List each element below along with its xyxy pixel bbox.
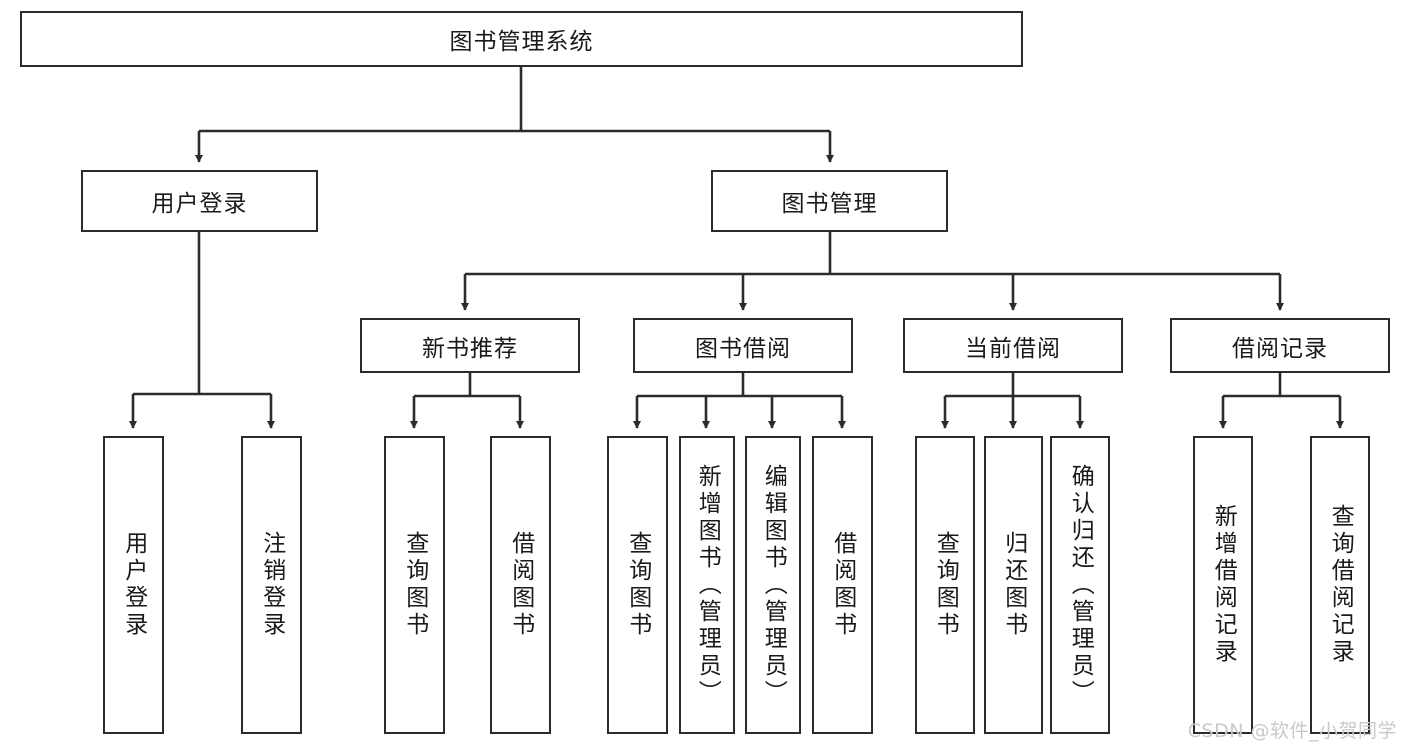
node-user-login[interactable]: 用户登录 [81, 170, 318, 232]
leaf-borrow-book[interactable]: 借阅图书 [812, 436, 873, 734]
leaf-borrow-book-recommend[interactable]: 借阅图书 [490, 436, 551, 734]
node-current-borrow[interactable]: 当前借阅 [903, 318, 1123, 373]
watermark-text: CSDN @软件_小贺同学 [1187, 720, 1397, 742]
leaf-return-book[interactable]: 归还图书 [984, 436, 1043, 734]
node-book-management[interactable]: 图书管理 [711, 170, 948, 232]
leaf-edit-book-admin[interactable]: 编辑图书（管理员） [745, 436, 801, 734]
leaf-add-borrow-record[interactable]: 新增借阅记录 [1193, 436, 1253, 734]
leaf-confirm-return-admin[interactable]: 确认归还（管理员） [1050, 436, 1110, 734]
leaf-add-book-admin[interactable]: 新增图书（管理员） [679, 436, 735, 734]
leaf-query-book-recommend[interactable]: 查询图书 [384, 436, 445, 734]
leaf-query-book-current[interactable]: 查询图书 [915, 436, 975, 734]
node-borrow-record[interactable]: 借阅记录 [1170, 318, 1390, 373]
leaf-logout[interactable]: 注销登录 [241, 436, 302, 734]
node-root-system[interactable]: 图书管理系统 [20, 11, 1023, 67]
leaf-query-borrow-record[interactable]: 查询借阅记录 [1310, 436, 1370, 734]
node-new-book-recommend[interactable]: 新书推荐 [360, 318, 580, 373]
leaf-user-login[interactable]: 用户登录 [103, 436, 164, 734]
leaf-query-book-borrow[interactable]: 查询图书 [607, 436, 668, 734]
node-book-borrow[interactable]: 图书借阅 [633, 318, 853, 373]
